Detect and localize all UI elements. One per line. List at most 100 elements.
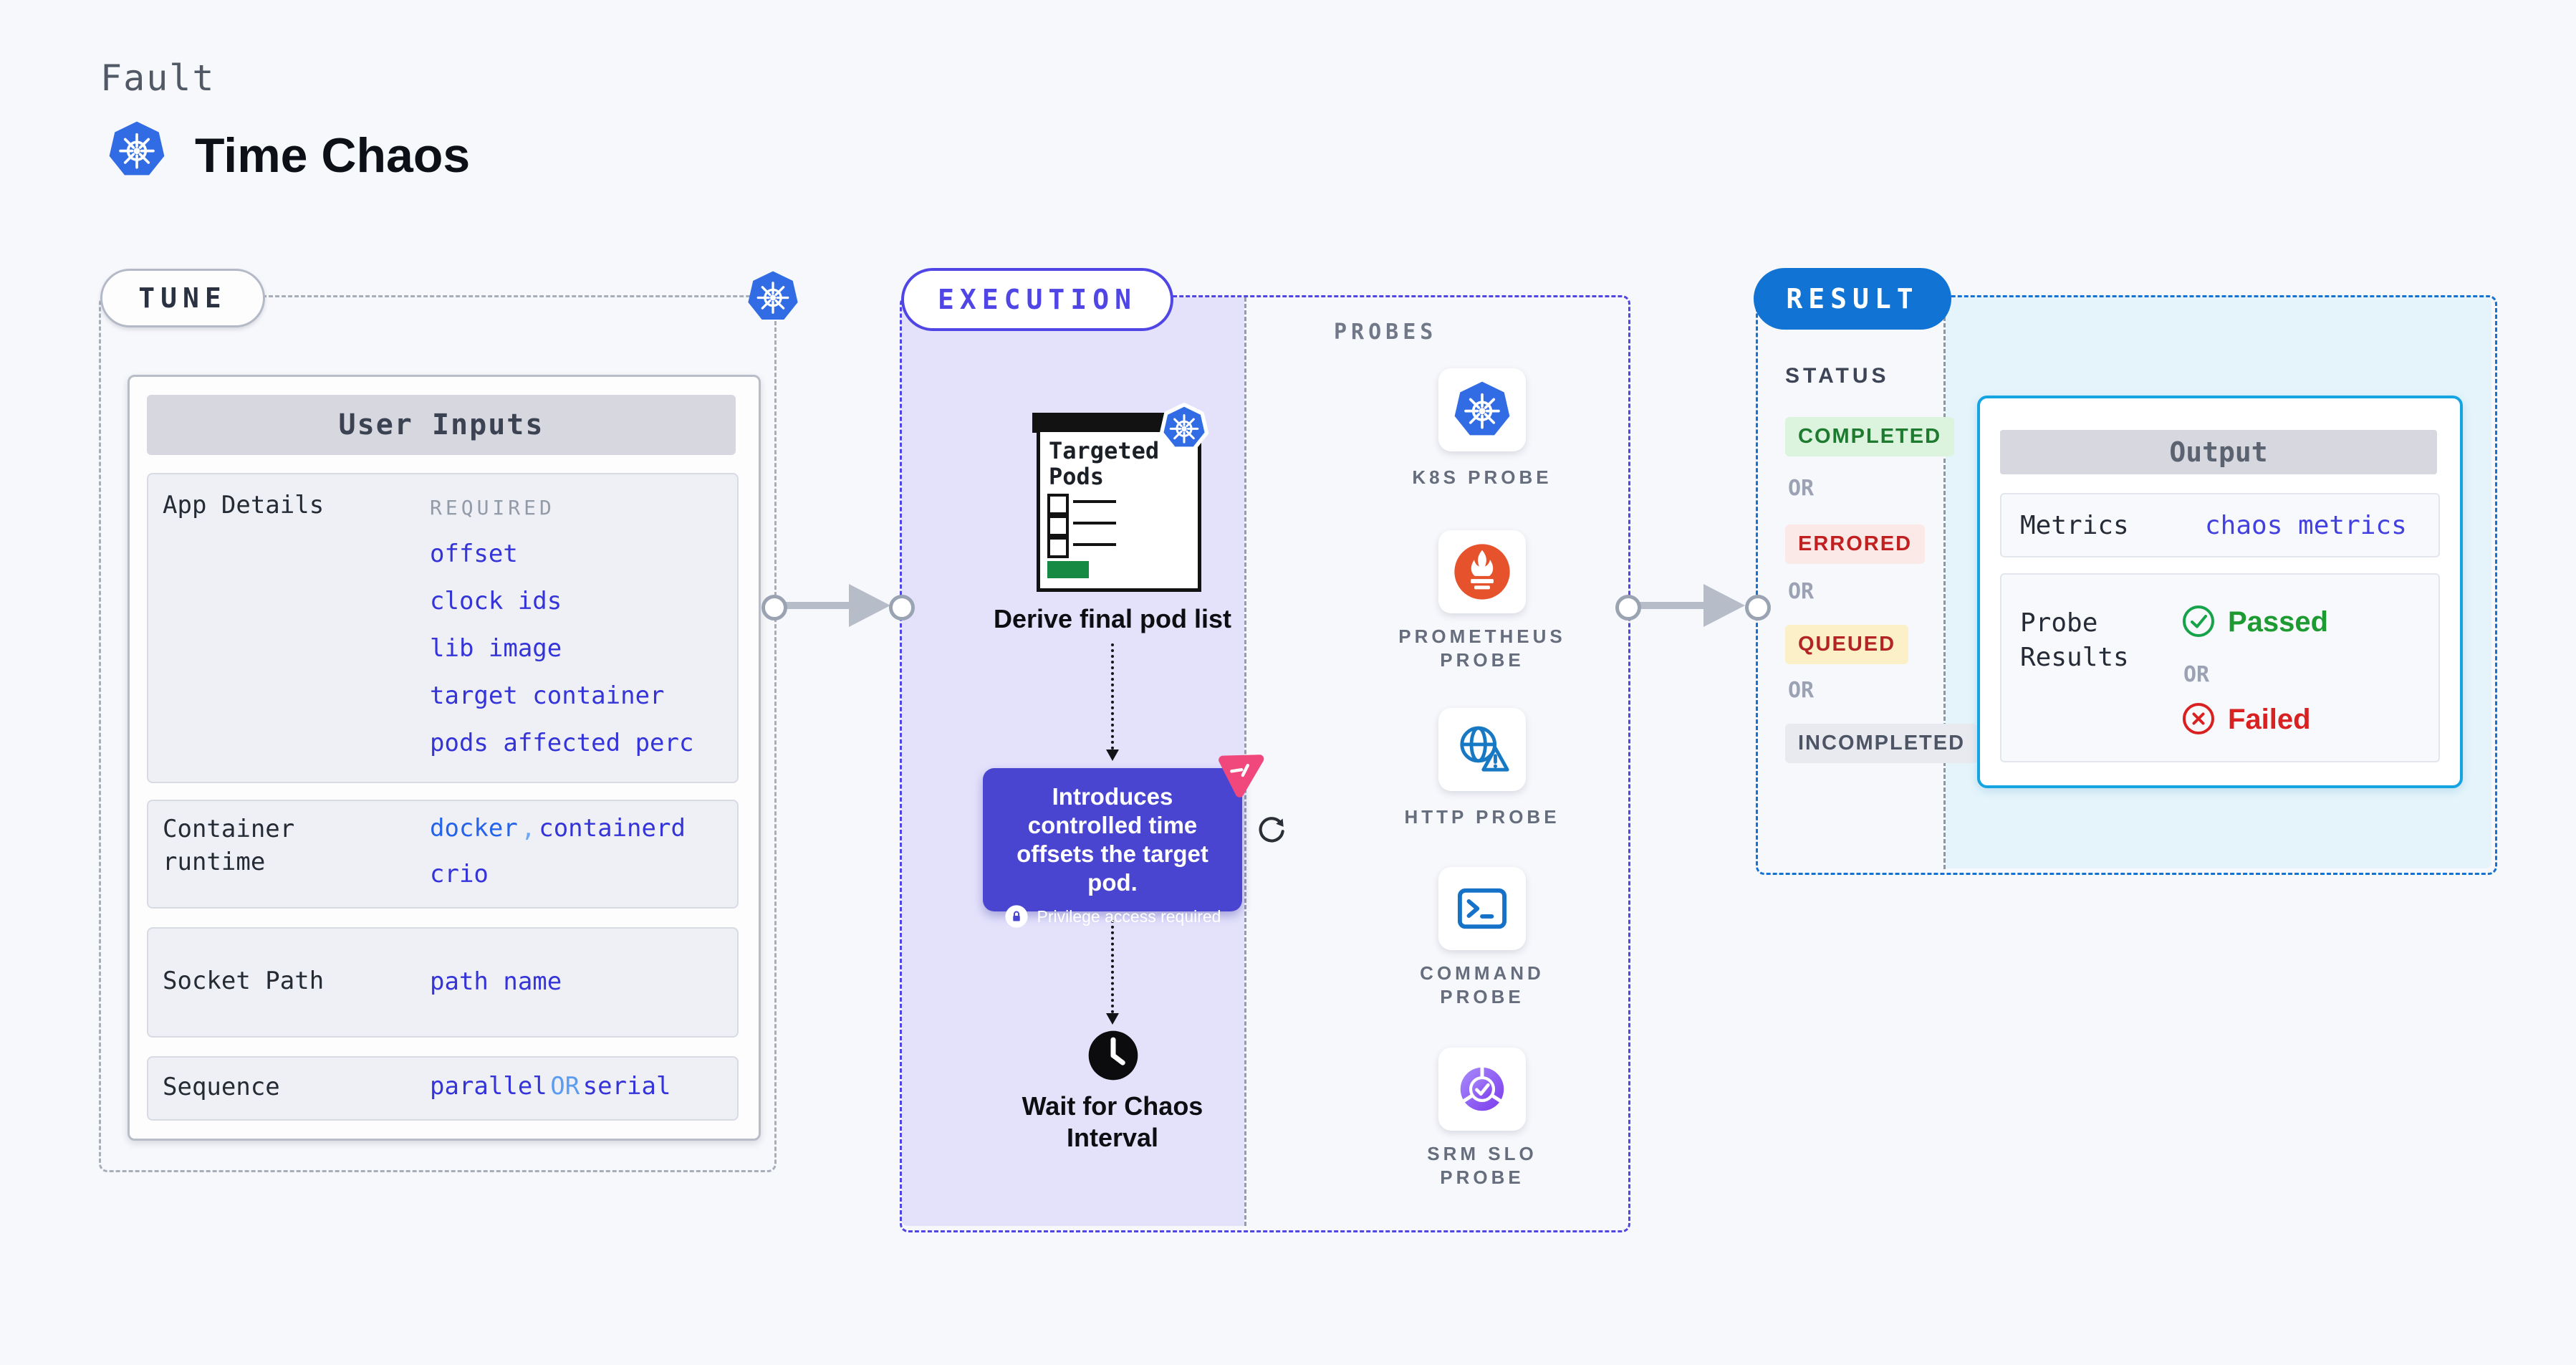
result-divider (1943, 297, 1946, 869)
metrics-row: Metrics chaos metrics (2000, 493, 2440, 557)
globe-warning-icon (1451, 718, 1514, 781)
sequence-parallel: parallel (430, 1072, 547, 1101)
socket-path-value: path name (430, 967, 562, 996)
arrow-execution-to-result (1637, 602, 1705, 609)
flow-arrow (1111, 920, 1114, 1013)
socket-path-row (147, 927, 739, 1038)
metrics-value: chaos metrics (2205, 511, 2407, 540)
tune-section (99, 295, 777, 1172)
app-detail-item: offset (430, 540, 518, 568)
execution-pill: EXECUTION (901, 268, 1173, 331)
probe-label: SRM SLO PROBE (1427, 1143, 1537, 1188)
status-badge-errored: ERRORED (1785, 525, 1926, 564)
arrowhead (1703, 584, 1745, 627)
probe-results-row: Probe Results Passed OR Failed (2000, 573, 2440, 762)
probe-label: PROMETHEUS PROBE (1398, 626, 1566, 671)
derive-caption: Derive final pod list (993, 604, 1232, 633)
status-heading: STATUS (1785, 364, 1890, 388)
app-details-label: App Details (163, 491, 325, 519)
sequence-values: parallel OR serial (430, 1072, 671, 1101)
runtime-comma: , (521, 814, 536, 843)
sequence-label: Sequence (163, 1073, 280, 1101)
arrow-tune-to-execution (783, 602, 855, 609)
container-runtime-label: Container runtime (163, 815, 295, 876)
tooltip-note: Privilege access required (1037, 906, 1221, 926)
checkbox-icon (1047, 515, 1069, 537)
probe-card (1438, 1048, 1526, 1131)
kubernetes-icon (1453, 380, 1512, 439)
probe-card (1438, 530, 1526, 613)
tooltip-text: Introduces controlled time offsets the t… (1017, 783, 1208, 896)
flow-arrowhead (1106, 1013, 1119, 1025)
status-badge-incompleted: INCOMPLETED (1785, 724, 1979, 763)
flow-arrow (1111, 643, 1114, 749)
output-header: Output (2000, 430, 2437, 474)
app-detail-item: clock ids (430, 587, 562, 616)
wait-caption: Wait for Chaos Interval (1022, 1091, 1203, 1152)
probe-card (1438, 867, 1526, 950)
app-detail-item: pods affected perc (430, 729, 694, 757)
litmus-chaos-icon (1208, 744, 1269, 805)
chaos-tooltip: Introduces controlled time offsets the t… (983, 768, 1242, 911)
line (1073, 522, 1116, 525)
sequence-serial: serial (582, 1072, 671, 1101)
passed-label: Passed (2228, 606, 2329, 638)
targeted-pods-title: Targeted Pods (1049, 437, 1160, 490)
runtime-value-crio: crio (430, 860, 489, 889)
clock-icon (1085, 1028, 1141, 1083)
app-detail-item: target container (430, 681, 665, 710)
user-inputs-header: User Inputs (147, 395, 736, 455)
connector-dot (1745, 595, 1771, 621)
failed-label: Failed (2228, 704, 2311, 735)
result-pill-label: RESULT (1786, 283, 1919, 315)
connector-dot (1615, 595, 1641, 621)
result-section (1756, 295, 2497, 875)
status-badge-completed: COMPLETED (1785, 417, 1955, 456)
targeted-pods-clipboard: Targeted Pods (1037, 428, 1201, 592)
or-separator: OR (1788, 476, 1815, 501)
required-tag: REQUIRED (430, 496, 555, 519)
sequence-row (147, 1056, 739, 1121)
sequence-or: OR (550, 1072, 580, 1101)
probe-label: HTTP PROBE (1404, 806, 1560, 828)
probe-card (1438, 708, 1526, 791)
runtime-value-containerd: containerd (539, 814, 686, 843)
app-detail-item: lib image (430, 634, 562, 663)
metrics-label: Metrics (2020, 511, 2129, 540)
terminal-icon (1452, 878, 1512, 939)
checkbox-icon (1047, 537, 1069, 558)
container-runtime-row (147, 800, 739, 909)
output-box: Output Metrics chaos metrics Probe Resul… (1977, 396, 2463, 788)
progress-bar (1047, 561, 1089, 578)
kubernetes-icon (746, 270, 799, 323)
prometheus-icon (1452, 542, 1512, 602)
slo-pie-check-icon (1452, 1059, 1512, 1119)
app-details-row (147, 473, 739, 783)
probe-card (1438, 368, 1526, 451)
or-separator: OR (2183, 662, 2210, 687)
lock-icon (1004, 904, 1029, 929)
result-pill: RESULT (1754, 268, 1951, 330)
x-circle-icon (2181, 701, 2216, 737)
or-separator: OR (1788, 579, 1815, 604)
check-circle-icon (2181, 603, 2216, 639)
line (1073, 500, 1116, 503)
container-runtime-values: docker , containerd (430, 814, 686, 843)
output-title: Output (2169, 436, 2268, 468)
flow-arrowhead (1106, 749, 1119, 761)
status-badge-queued: QUEUED (1785, 625, 1909, 664)
or-separator: OR (1788, 678, 1815, 703)
tune-pill: TUNE (100, 269, 265, 327)
line (1073, 543, 1116, 546)
probe-label: K8S PROBE (1412, 466, 1552, 488)
refresh-icon (1252, 810, 1289, 847)
fault-eyebrow: Fault (100, 57, 216, 99)
execution-section (900, 295, 1630, 1232)
page-title: Time Chaos (195, 128, 471, 183)
runtime-value-docker: docker (430, 814, 518, 843)
connector-dot (889, 595, 915, 621)
socket-path-label: Socket Path (163, 967, 325, 995)
user-inputs-title: User Inputs (338, 408, 544, 441)
kubernetes-icon (1156, 400, 1212, 456)
connector-dot (761, 595, 787, 621)
